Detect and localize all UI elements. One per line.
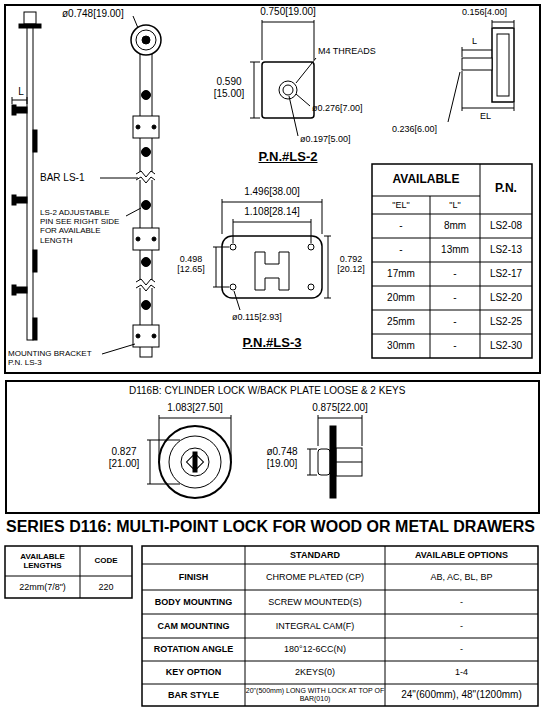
table-cell: 24"(600mm), 48"(1200mm) bbox=[385, 689, 538, 701]
table-cell: LS2-13 bbox=[480, 244, 532, 256]
dimension-label: P.N.#LS-3 bbox=[222, 336, 322, 351]
table-cell: - bbox=[385, 597, 538, 607]
table-cell: 30mm bbox=[372, 340, 430, 352]
dimension-label: 0.750[19.00] bbox=[248, 6, 328, 18]
dimension-label: L bbox=[472, 36, 482, 46]
table-cell: 180°12-6CC(N) bbox=[245, 644, 385, 654]
dimension-label: 0.590 [15.00] bbox=[208, 76, 250, 99]
table-cell: SCREW MOUNTED(S) bbox=[245, 597, 385, 607]
table-cell: CAM MOUNTING bbox=[142, 621, 245, 631]
table-cell: - bbox=[430, 316, 480, 328]
table-cell: - bbox=[430, 268, 480, 280]
dimension-label: M4 THREADS bbox=[318, 46, 390, 56]
table-cell: 22mm(7/8") bbox=[5, 582, 80, 592]
table-cell: ROTATION ANGLE bbox=[142, 644, 245, 654]
cylinder-lock bbox=[147, 415, 362, 498]
table-cell: STANDARD bbox=[245, 550, 385, 560]
table-cell: LS2-30 bbox=[480, 340, 532, 352]
table-cell: 220 bbox=[80, 582, 132, 592]
dimension-label: 0.498 [12.65] bbox=[170, 254, 212, 275]
table-cell: 25mm bbox=[372, 316, 430, 328]
dimension-label: MOUNTING BRACKET P.N. LS-3 bbox=[8, 349, 100, 367]
ls-3-bracket bbox=[213, 199, 331, 310]
table-cell: KEY OPTION bbox=[142, 667, 245, 677]
table-cell: INTEGRAL CAM(F) bbox=[245, 621, 385, 631]
table-cell: - bbox=[385, 621, 538, 631]
dimension-label: L bbox=[14, 86, 28, 98]
option-tables-grid bbox=[5, 546, 538, 706]
table-cell: 20mm bbox=[372, 292, 430, 304]
table-cell: AVAILABLE OPTIONS bbox=[385, 550, 538, 560]
table-cell: CHROME PLATED (CP) bbox=[245, 572, 385, 582]
adjustable-pin bbox=[448, 20, 514, 122]
table-cell: P.N. bbox=[480, 182, 532, 196]
dimension-label: 1.496[38.00] bbox=[232, 186, 312, 198]
table-cell: AVAILABLE LENGTHS bbox=[5, 552, 80, 570]
table-cell: 20"(500mm) LONG WITH LOCK AT TOP OF BAR(… bbox=[245, 687, 385, 703]
table-cell: - bbox=[385, 644, 538, 654]
dimension-label: ø0.748 [19.00] bbox=[258, 446, 306, 469]
panel-border bbox=[5, 5, 540, 373]
panel-heading: D116B: CYLINDER LOCK W/BACK PLATE LOOSE … bbox=[129, 385, 538, 396]
dimension-label: ø0.276[7.00] bbox=[312, 103, 386, 113]
availability-table-grid bbox=[372, 164, 532, 358]
table-cell: 1-4 bbox=[385, 667, 538, 677]
table-cell: - bbox=[430, 340, 480, 352]
dimension-label: BAR LS-1 bbox=[40, 172, 98, 184]
dimension-label: 1.108[28.14] bbox=[232, 206, 312, 218]
table-cell: BAR STYLE bbox=[142, 690, 245, 700]
side-view-assembly bbox=[12, 12, 41, 340]
dimension-label: 0.236[6.00] bbox=[392, 124, 450, 134]
table-cell: AB, AC, BL, BP bbox=[385, 572, 538, 582]
table-cell: - bbox=[430, 292, 480, 304]
dimension-label: 0.827 [21.00] bbox=[102, 446, 146, 469]
dimension-label: 0.156[4.00] bbox=[462, 7, 534, 17]
table-cell: LS2-25 bbox=[480, 316, 532, 328]
table-cell: LS2-17 bbox=[480, 268, 532, 280]
dimension-label: EL bbox=[480, 111, 500, 121]
series-title: SERIES D116: MULTI-POINT LOCK FOR WOOD O… bbox=[6, 518, 535, 536]
dimension-label: P.N.#LS-2 bbox=[238, 150, 338, 165]
table-cell: "L" bbox=[430, 200, 480, 210]
table-cell: 13mm bbox=[430, 244, 480, 256]
table-cell: - bbox=[372, 244, 430, 256]
table-cell: 2KEYS(0) bbox=[245, 667, 385, 677]
dimension-label: LS-2 ADJUSTABLE PIN SEE RIGHT SIDE FOR A… bbox=[40, 208, 124, 245]
dimension-label: ø0.748[19.00] bbox=[62, 8, 132, 20]
bar-ls-1 bbox=[131, 25, 161, 357]
table-cell: FINISH bbox=[142, 572, 245, 582]
table-cell: LS2-08 bbox=[480, 220, 532, 232]
table-cell: 8mm bbox=[430, 220, 480, 232]
ls-2-plate bbox=[250, 20, 316, 136]
dimension-label: 1.083[27.50] bbox=[155, 402, 235, 414]
dimension-label: ø0.197[5.00] bbox=[300, 134, 374, 144]
table-cell: 17mm bbox=[372, 268, 430, 280]
dimension-label: ø0.115[2.93] bbox=[232, 312, 312, 322]
leader-lines bbox=[100, 16, 141, 354]
table-cell: - bbox=[372, 220, 430, 232]
table-cell: AVAILABLE bbox=[372, 173, 480, 187]
table-cell: "EL" bbox=[372, 200, 430, 210]
table-cell: BODY MOUNTING bbox=[142, 597, 245, 607]
table-cell: CODE bbox=[80, 556, 132, 565]
dimension-label: 0.792 [20.12] bbox=[332, 254, 370, 275]
dimension-label: 0.875[22.00] bbox=[300, 402, 380, 414]
table-cell: LS2-20 bbox=[480, 292, 532, 304]
